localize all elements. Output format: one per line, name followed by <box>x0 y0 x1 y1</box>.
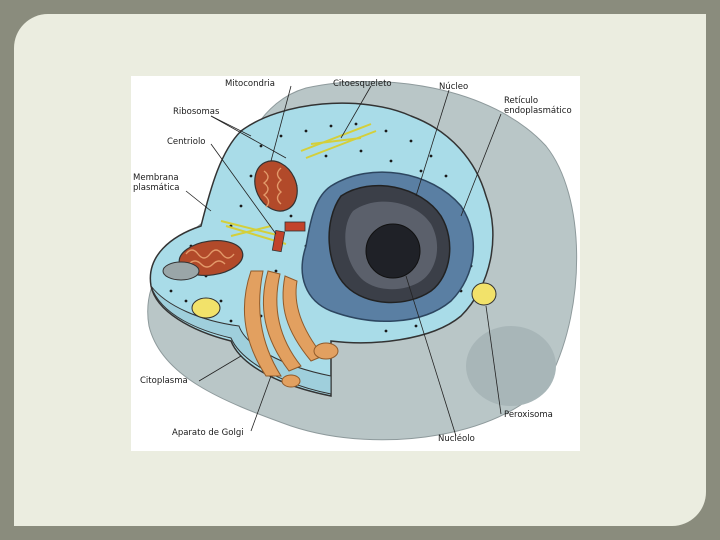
label-reticulo: Retículo endoplasmático <box>504 96 572 116</box>
cell-diagram: Mitocondria Citoesqueleto Núcleo Retícul… <box>131 76 580 451</box>
label-mitocondria: Mitocondria <box>225 79 275 89</box>
label-citoplasma: Citoplasma <box>140 376 188 386</box>
label-membrana-line2: plasmática <box>133 183 179 193</box>
cell-illustration <box>131 76 580 451</box>
label-membrana-line1: Membrana <box>133 173 179 183</box>
label-nucleolo: Nucléolo <box>438 434 475 444</box>
label-peroxisoma: Peroxisoma <box>504 410 553 420</box>
label-membrana: Membrana plasmática <box>133 173 179 193</box>
label-reticulo-line1: Retículo <box>504 96 572 106</box>
label-citoesqueleto: Citoesqueleto <box>333 79 392 89</box>
peroxisome-left <box>192 298 220 318</box>
label-nucleo: Núcleo <box>439 82 468 92</box>
label-golgi: Aparato de Golgi <box>172 428 244 438</box>
nucleolus-shape <box>366 224 420 278</box>
label-ribosomas: Ribosomas <box>173 107 219 117</box>
shell-shadow <box>466 326 556 406</box>
label-centriolo: Centriolo <box>167 137 206 147</box>
peroxisome-right <box>472 283 496 305</box>
label-reticulo-line2: endoplasmático <box>504 106 572 116</box>
vacuole <box>163 262 199 280</box>
